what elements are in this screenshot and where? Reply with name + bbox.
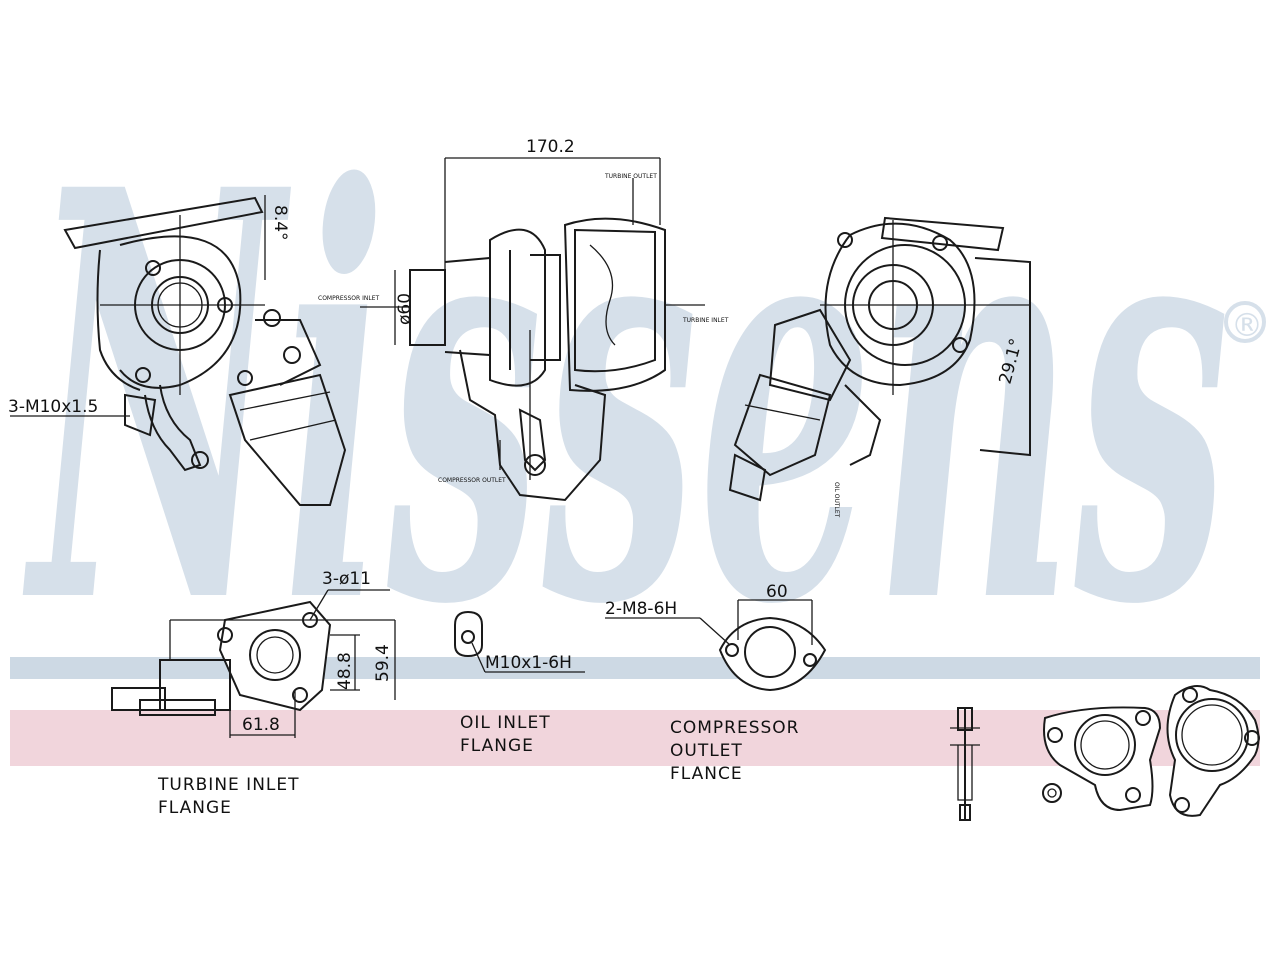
turbine-flange-dim-a: 48.8 [335,652,355,690]
label-turbine-inlet: TURBINE INLET [682,317,729,324]
top-center-view: 170.2 ø60 TURBINE OUTLET COMPRESSOR INLE… [318,137,729,502]
compressor-flange-label-2: OUTLET [670,741,743,761]
label-oil-outlet: OIL OUTLET [833,482,840,518]
turbine-flange-dim-c: 61.8 [242,715,280,735]
compressor-flange-dim: 60 [766,582,788,602]
turbine-flange-label-1: TURBINE INLET [157,775,300,795]
compressor-flange-label-3: FLANCE [670,764,743,784]
overall-length-dim: 170.2 [526,137,575,157]
registered-mark: ® [1231,306,1263,344]
gasket-b-icon [1166,685,1260,817]
turbine-flange-dim-b: 59.4 [373,644,393,682]
oil-flange-label-1: OIL INLET [460,713,551,733]
diameter-dim: ø60 [395,293,415,325]
turbine-flange-holes: 3-ø11 [322,569,371,589]
watermark-brand-text: Nissens [21,70,1230,728]
label-compressor-outlet: COMPRESSOR OUTLET [438,477,506,484]
top-left-thread-callout: 3-M10x1.5 [8,397,98,417]
label-turbine-outlet: TURBINE OUTLET [604,173,657,180]
turbine-flange-label-2: FLANGE [158,798,232,818]
registered-mark-circle [1224,301,1266,343]
top-left-view: 8.4° 3-M10x1.5 [8,195,347,506]
compressor-flange-thread: 2-M8-6H [605,599,677,619]
bolt-icon [950,707,980,821]
label-compressor-inlet: COMPRESSOR INLET [318,295,379,302]
gasket-kit [950,685,1260,821]
turbine-inlet-flange: 3-ø11 48.8 59.4 61.8 TURBINE INLET FLANG… [111,569,396,818]
oil-flange-thread: M10x1-6H [485,653,572,673]
nut-icon [1042,783,1062,803]
gasket-a-icon [1043,706,1162,812]
compressor-outlet-flange: 60 2-M8-6H COMPRESSOR OUTLET FLANCE [605,582,827,784]
oil-inlet-flange: M10x1-6H OIL INLET FLANGE [454,610,585,756]
oil-flange-label-2: FLANGE [460,736,534,756]
top-left-angle: 8.4° [270,205,290,241]
compressor-flange-label-1: COMPRESSOR [670,718,800,738]
